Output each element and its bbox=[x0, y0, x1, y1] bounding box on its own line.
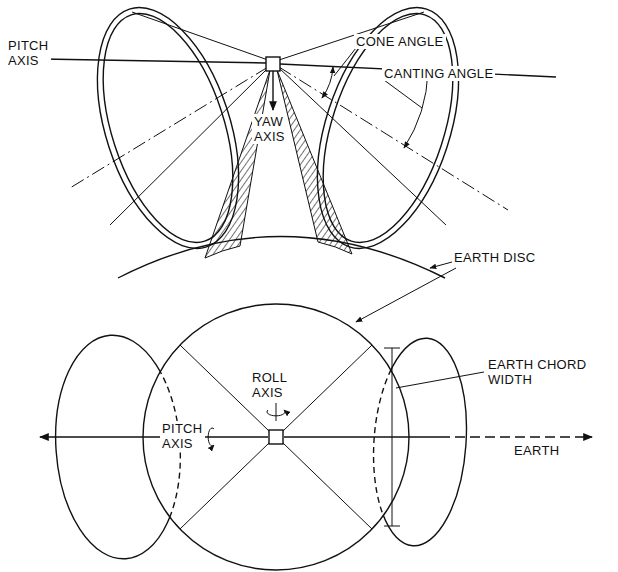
label-text: EARTH bbox=[512, 443, 561, 458]
cone-line bbox=[110, 68, 268, 225]
chord-bracket bbox=[384, 348, 400, 349]
cone-axis bbox=[279, 67, 508, 210]
cone-line bbox=[279, 68, 446, 225]
label-text: CONE ANGLE bbox=[354, 34, 446, 49]
label-text: ROLL AXIS bbox=[250, 370, 289, 400]
earth-direction-line bbox=[440, 436, 592, 437]
scan-loop bbox=[78, 0, 258, 258]
rotation-symbol bbox=[267, 410, 285, 416]
scan-loop bbox=[298, 0, 478, 258]
scan-loop bbox=[367, 335, 473, 549]
leader-line bbox=[334, 48, 356, 76]
label-text: YAW AXIS bbox=[252, 114, 287, 144]
cone-angle-arc bbox=[322, 67, 333, 98]
label-text: PITCH AXIS bbox=[160, 421, 205, 451]
label-text: EARTH CHORD WIDTH bbox=[486, 357, 606, 387]
chord-bracket bbox=[384, 526, 400, 527]
roll-axis-line bbox=[276, 403, 277, 421]
cone-axis bbox=[70, 67, 268, 188]
scan-line bbox=[283, 443, 372, 529]
leader-line bbox=[384, 80, 422, 108]
scan-line bbox=[180, 443, 269, 529]
label-text: PITCH AXIS bbox=[6, 38, 51, 68]
rotation-symbol bbox=[208, 428, 214, 446]
leader-line bbox=[430, 262, 452, 268]
pitch-axis-line bbox=[42, 59, 266, 63]
leader-line bbox=[356, 268, 456, 322]
label-text: CANTING ANGLE bbox=[382, 66, 495, 81]
spacecraft-symbol bbox=[266, 57, 280, 71]
label-text: EARTH DISC bbox=[452, 250, 538, 265]
pitch-axis-line bbox=[40, 436, 268, 437]
scan-loop bbox=[70, 0, 265, 266]
scan-loop bbox=[290, 0, 485, 266]
yaw-axis-arrow bbox=[272, 71, 273, 110]
scan-line bbox=[283, 345, 372, 431]
earth-direction-line bbox=[284, 436, 440, 437]
earth-disc-arc bbox=[118, 237, 445, 279]
hatched-region bbox=[277, 70, 352, 254]
cone-line bbox=[132, 12, 268, 60]
scan-loop-hidden bbox=[367, 335, 473, 549]
canting-angle-arc bbox=[404, 71, 428, 148]
leader-line bbox=[396, 372, 484, 388]
spacecraft-symbol bbox=[269, 430, 283, 444]
